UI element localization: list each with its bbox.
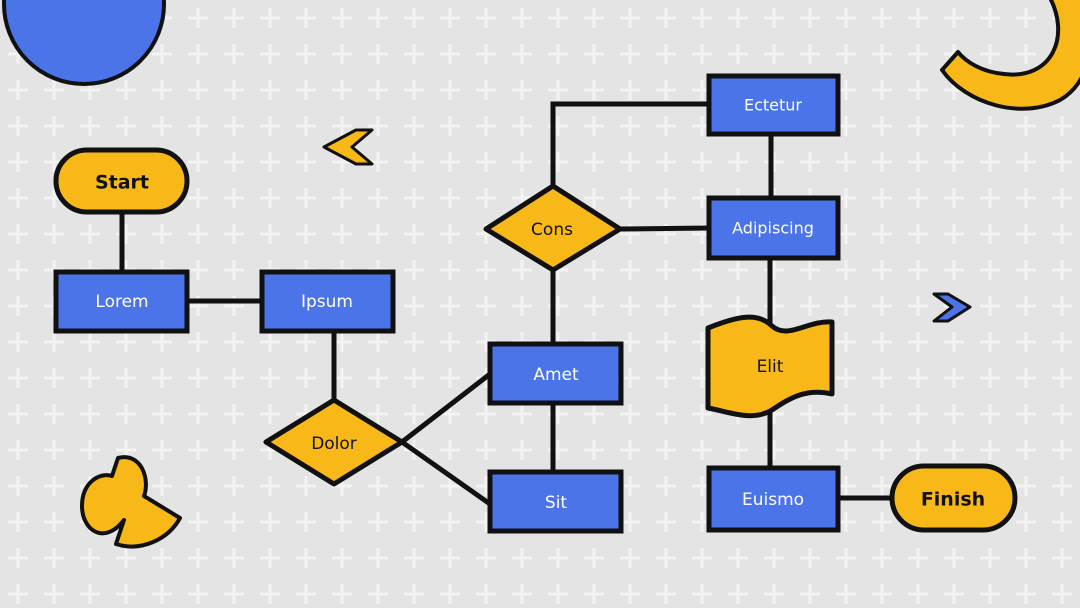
blue-circle-decoration: [2, 0, 166, 86]
finish-terminal-shape: [889, 463, 1018, 533]
node-finish: Finish: [889, 463, 1018, 533]
connector-cons-adipiscing: [619, 225, 711, 232]
euismo-label: Euismo: [742, 490, 804, 510]
connector-cons-ectetur: [550, 101, 710, 186]
amet-process-box: [487, 341, 624, 406]
node-start: Start: [53, 147, 190, 215]
elit-document-shape: [705, 314, 835, 419]
adipiscing-label: Adipiscing: [732, 219, 814, 238]
ectetur-label: Ectetur: [744, 96, 802, 115]
connector-dolor-sit: [400, 439, 492, 507]
cons-decision-diamond: [483, 183, 623, 273]
blue-right-chevron-icon: [932, 292, 972, 323]
elit-label: Elit: [757, 357, 784, 377]
node-cons: Cons: [483, 183, 623, 273]
node-ectetur: Ectetur: [706, 73, 841, 137]
sit-label: Sit: [545, 493, 568, 513]
cons-label: Cons: [531, 220, 573, 240]
dolor-label: Dolor: [311, 434, 357, 454]
adipiscing-process-box: [706, 195, 841, 261]
node-dolor: Dolor: [263, 397, 405, 487]
amet-label: Amet: [533, 365, 579, 385]
node-euismo: Euismo: [706, 465, 841, 533]
ipsum-label: Ipsum: [301, 292, 353, 312]
node-amet: Amet: [487, 341, 624, 406]
start-terminal-shape: [53, 147, 190, 215]
dolor-decision-diamond: [263, 397, 405, 487]
connector-dolor-amet: [400, 372, 492, 444]
yellow-crescent-decoration: [940, 0, 1080, 111]
node-adipiscing: Adipiscing: [706, 195, 841, 261]
ipsum-process-box: [259, 269, 396, 334]
euismo-process-box: [706, 465, 841, 533]
node-elit: Elit: [705, 314, 835, 419]
node-ipsum: Ipsum: [259, 269, 396, 334]
finish-label: Finish: [921, 489, 985, 511]
ectetur-process-box: [706, 73, 841, 137]
start-label: Start: [95, 172, 149, 194]
yellow-left-chevron-icon: [322, 128, 374, 166]
node-sit: Sit: [487, 469, 624, 534]
lorem-process-box: [53, 269, 190, 334]
connectors: [119, 101, 892, 507]
yellow-pacman-decoration: [80, 455, 182, 549]
lorem-label: Lorem: [95, 292, 148, 312]
node-lorem: Lorem: [53, 269, 190, 334]
sit-process-box: [487, 469, 624, 534]
